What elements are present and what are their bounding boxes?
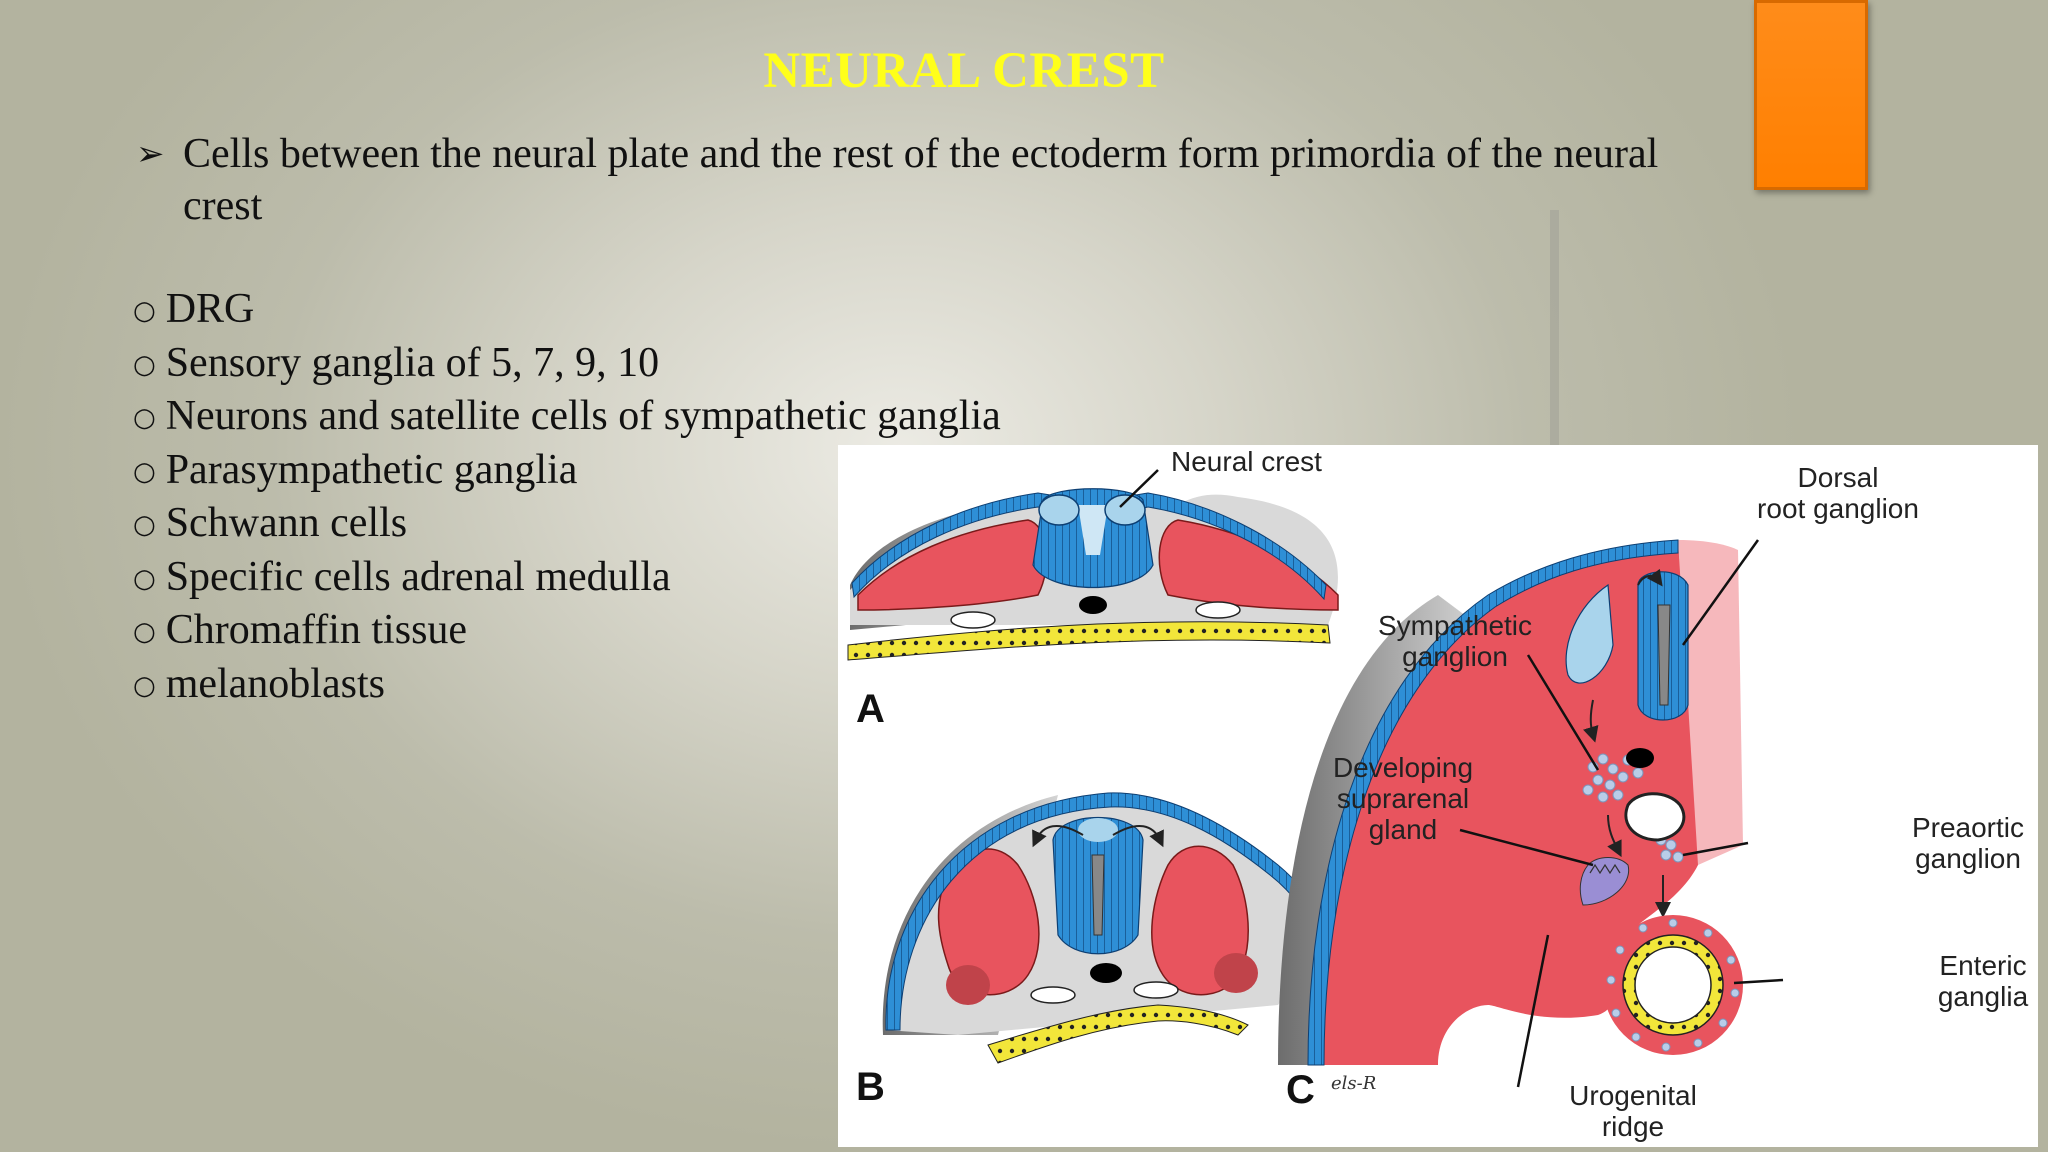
label-urogenital-1: Urogenital — [1569, 1080, 1697, 1111]
sympathetic-leader-line — [1526, 654, 1600, 771]
label-developing-2: suprarenal — [1337, 783, 1469, 814]
panel-label-b: B — [856, 1065, 885, 1109]
circle-bullet-icon: ○ — [133, 617, 156, 647]
circle-bullet-icon: ○ — [133, 563, 156, 594]
circle-bullet-icon: ○ — [133, 670, 156, 701]
list-item: ○melanoblasts — [133, 660, 385, 707]
label-dorsal-root-2: root ganglion — [1757, 493, 1919, 524]
orange-accent-rectangle — [1754, 0, 1868, 190]
dorsal-root-leader-line — [1681, 539, 1760, 646]
neural-crest-leader-line — [1119, 469, 1159, 508]
label-developing-1: Developing — [1333, 752, 1473, 783]
main-bullet: ➢ Cells between the neural plate and the… — [136, 128, 1716, 232]
label-sympathetic-2: ganglion — [1402, 641, 1508, 672]
list-item: ○Sensory ganglia of 5, 7, 9, 10 — [133, 339, 660, 386]
preaortic-leader-line — [1682, 841, 1749, 857]
label-preaortic-1: Preaortic — [1912, 812, 2024, 843]
list-item: ○Neurons and satellite cells of sympathe… — [133, 393, 1001, 439]
circle-bullet-icon: ○ — [133, 510, 156, 540]
circle-bullet-icon: ○ — [133, 403, 156, 433]
list-item: ○Parasympathetic ganglia — [133, 446, 578, 493]
neural-crest-figure: Neural crest A B — [838, 445, 2038, 1147]
panel-a-diagram — [847, 488, 1339, 661]
slide-title: NEURAL CREST — [763, 43, 1165, 99]
label-enteric-1: Enteric — [1939, 950, 2026, 981]
sub-bullet-list: ○DRG ○Sensory ganglia of 5, 7, 9, 10 ○Ne… — [133, 284, 1001, 712]
label-enteric-2: ganglia — [1938, 981, 2029, 1012]
main-bullet-text: Cells between the neural plate and the r… — [183, 131, 1659, 229]
label-urogenital-2: ridge — [1602, 1111, 1664, 1142]
circle-bullet-icon: ○ — [133, 456, 156, 487]
label-preaortic-2: ganglion — [1915, 843, 2021, 874]
suprarenal-leader-line — [1459, 828, 1594, 867]
enteric-leader-line — [1733, 978, 1784, 985]
circle-bullet-icon: ○ — [133, 349, 156, 380]
label-neural-crest: Neural crest — [1171, 446, 1322, 477]
decorative-vertical-line — [1550, 210, 1559, 450]
label-sympathetic-1: Sympathetic — [1378, 610, 1532, 641]
circle-bullet-icon: ○ — [133, 296, 156, 326]
arrow-bullet-icon: ➢ — [136, 134, 165, 174]
label-dorsal-root-1: Dorsal — [1798, 462, 1879, 493]
list-item: ○Chromaffin tissue — [133, 607, 468, 653]
list-item: ○Specific cells adrenal medulla — [133, 553, 671, 600]
panel-label-c: C — [1286, 1068, 1315, 1112]
panel-label-a: A — [856, 687, 885, 731]
list-item: ○DRG — [133, 286, 255, 332]
urogenital-leader-line — [1516, 934, 1550, 1088]
list-item: ○Schwann cells — [133, 500, 408, 546]
panel-c-diagram — [1278, 539, 1743, 1066]
panel-b-diagram — [882, 792, 1331, 1064]
label-developing-3: gland — [1369, 814, 1438, 845]
artist-signature: els-R — [1331, 1073, 1376, 1094]
